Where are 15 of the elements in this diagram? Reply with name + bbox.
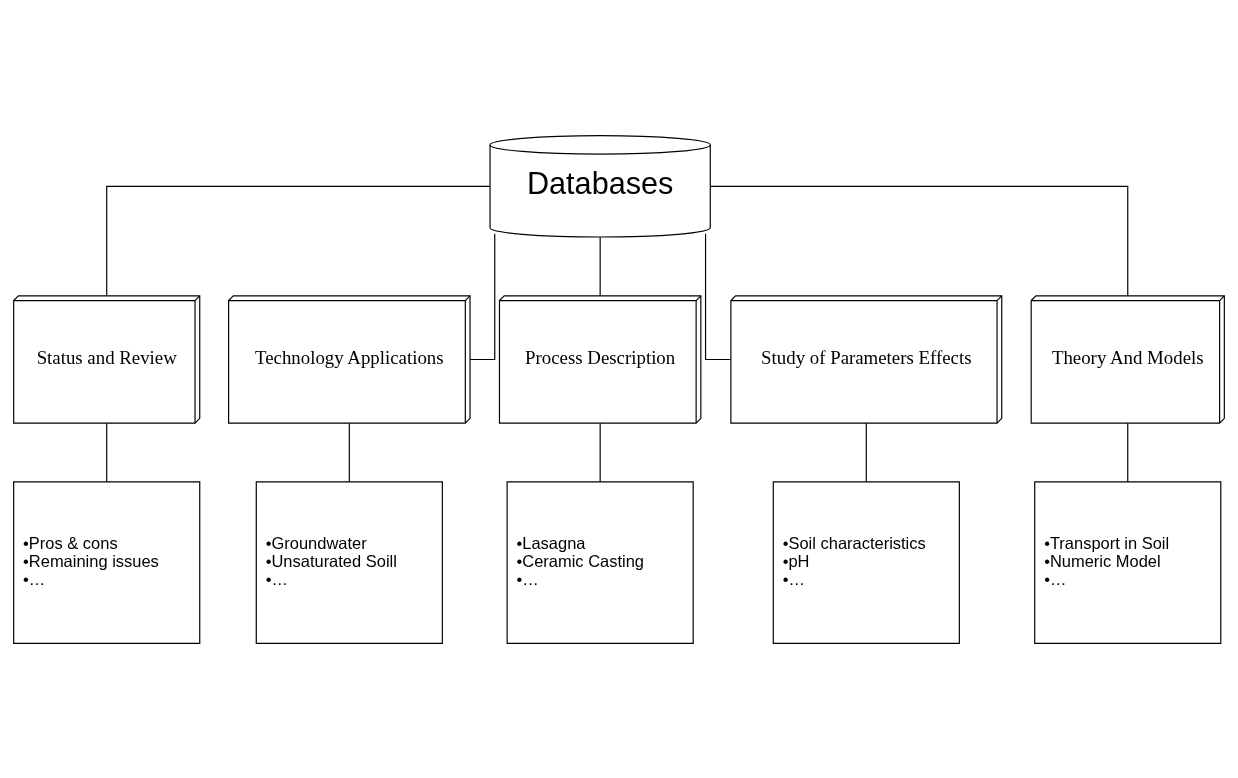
connector <box>106 422 108 482</box>
connector <box>106 185 491 296</box>
node-box: •Pros & cons •Remaining issues •… <box>13 480 201 644</box>
connector <box>1127 422 1129 482</box>
connector <box>469 232 496 360</box>
node-box: •Soil characteristics •pH •… <box>772 480 960 644</box>
node-box: •Groundwater •Unsaturated Soill •… <box>255 480 443 644</box>
connector <box>599 422 601 482</box>
connector <box>348 422 350 482</box>
node-box: •Lasagna •Ceramic Casting •… <box>506 480 694 644</box>
connector <box>704 232 732 360</box>
connector <box>709 185 1129 296</box>
connector <box>865 422 867 482</box>
node-box: •Transport in Soil •Numeric Model •… <box>1034 480 1222 644</box>
connector <box>599 236 601 296</box>
